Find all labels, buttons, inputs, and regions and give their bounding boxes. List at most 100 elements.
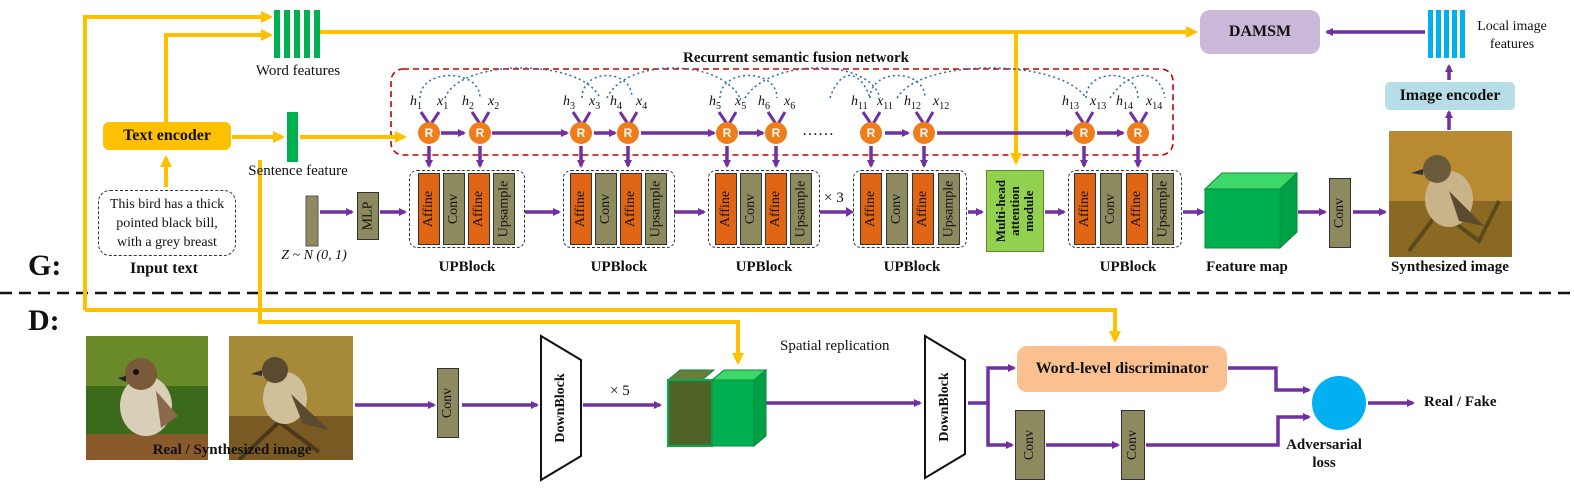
attention-line: module [1021, 190, 1036, 232]
input-text-box: This bird has a thick pointed black bill… [98, 190, 236, 256]
h-label: h1 [410, 94, 422, 112]
upblock-caption: UPBlock [590, 259, 648, 275]
r-node: R [1127, 122, 1149, 144]
upblock-2 [563, 170, 675, 248]
input-text-line: pointed black bill, [116, 216, 218, 231]
r-node: R [765, 122, 787, 144]
upblock-caption: UPBlock [438, 259, 496, 275]
upsample-layer: Upsample [645, 173, 667, 245]
r-node: R [418, 122, 440, 144]
r-node: R [469, 122, 491, 144]
attention-module: Multi-head attention module [986, 170, 1044, 252]
synthesized-image-caption: Synthesized image [1391, 259, 1509, 275]
mlp-label: MLP [360, 201, 376, 231]
conv-layer: Conv [437, 368, 459, 438]
x-label: x2 [488, 94, 500, 112]
conv-layer: Conv [886, 173, 908, 245]
d-feature-cube [666, 368, 768, 448]
discriminator-label: D: [28, 304, 60, 337]
r-node: R [1073, 122, 1095, 144]
conv-label: Conv [1332, 197, 1347, 229]
local-features-line: Local image [1477, 19, 1547, 34]
upblock-caption: UPBlock [735, 259, 793, 275]
affine-label: Affine [1129, 190, 1145, 228]
input-text-line: This bird has a thick [109, 197, 225, 212]
affine-label: Affine [471, 190, 487, 228]
upsample-label: Upsample [496, 180, 512, 238]
x-label: x3 [589, 94, 601, 112]
x-label: x12 [933, 94, 950, 112]
h-label: h12 [904, 94, 921, 112]
h-label: h11 [851, 94, 868, 112]
r-node: R [570, 122, 592, 144]
real-bird-image [86, 336, 208, 460]
h-label: h3 [563, 94, 575, 112]
real-synth-caption: Real / Synthesized image [152, 442, 312, 458]
rsfn-title: Recurrent semantic fusion network [683, 50, 909, 66]
yellow-to-word-disc [85, 308, 1121, 343]
mlp-box: MLP [357, 192, 379, 240]
h-label: h6 [758, 94, 770, 112]
local-features-label: Local image features [1477, 18, 1547, 54]
upsample-label: Upsample [793, 180, 809, 238]
downblock-shape-1 [540, 334, 582, 482]
x-label: x13 [1090, 94, 1107, 112]
conv-label: Conv [1103, 193, 1118, 225]
noise-label: Z ~ N (0, 1) [281, 248, 347, 263]
conv-layer: Conv [1100, 173, 1122, 245]
affine-layer: Affine [570, 173, 592, 245]
damsm-box: DAMSM [1200, 10, 1320, 54]
upblock-caption: UPBlock [1099, 259, 1157, 275]
upblock-3 [708, 170, 820, 248]
affine-layer: Affine [1126, 173, 1148, 245]
affine-label: Affine [1077, 190, 1093, 228]
image-encoder-box: Image encoder [1385, 82, 1515, 110]
upblock-5 [1068, 170, 1182, 248]
affine-layer: Affine [765, 173, 787, 245]
conv-label: Conv [598, 193, 613, 225]
yellow-encoder-to-word [164, 29, 273, 122]
adversarial-loss-line: loss [1312, 455, 1336, 471]
word-level-discriminator-box: Word-level discriminator [1017, 346, 1227, 392]
upsample-label: Upsample [648, 180, 664, 238]
affine-layer: Affine [620, 173, 642, 245]
r-node: R [913, 122, 935, 144]
downblock-shape-2 [924, 334, 966, 480]
attention-line: attention [1007, 186, 1022, 236]
h-label: h2 [462, 94, 474, 112]
conv-layer: Conv [443, 173, 465, 245]
repeat-5-label: × 5 [610, 383, 630, 399]
downblock-label: DownBlock [937, 372, 952, 442]
conv-label: Conv [446, 193, 461, 225]
text-encoder-box: Text encoder [103, 122, 231, 150]
input-text-line: with a grey breast [117, 235, 217, 250]
word-feature-bars [274, 10, 320, 58]
affine-label: Affine [718, 190, 734, 228]
x-label: x1 [437, 94, 449, 112]
yellow-top-line [83, 11, 273, 310]
feature-map-caption: Feature map [1206, 259, 1288, 275]
affine-layer: Affine [715, 173, 737, 245]
x-label: x6 [784, 94, 796, 112]
upblock-caption: UPBlock [883, 259, 941, 275]
real-fake-label: Real / Fake [1424, 394, 1497, 410]
h-label: h4 [610, 94, 622, 112]
affine-layer: Affine [912, 173, 934, 245]
h-label: h13 [1062, 94, 1079, 112]
upblock-1 [409, 170, 525, 248]
upsample-label: Upsample [1155, 180, 1171, 238]
affine-label: Affine [768, 190, 784, 228]
conv-layer: Conv [1121, 410, 1145, 480]
affine-label: Affine [573, 190, 589, 228]
x-label: x4 [636, 94, 648, 112]
affine-layer: Affine [468, 173, 490, 245]
r-node: R [860, 122, 882, 144]
affine-layer: Affine [860, 173, 882, 245]
rsfn-border [390, 68, 1174, 156]
conv-label: Conv [440, 387, 455, 419]
conv-layer: Conv [1015, 410, 1045, 480]
upsample-label: Upsample [941, 180, 957, 238]
conv-label: Conv [1022, 429, 1037, 461]
affine-label: Affine [915, 190, 931, 228]
